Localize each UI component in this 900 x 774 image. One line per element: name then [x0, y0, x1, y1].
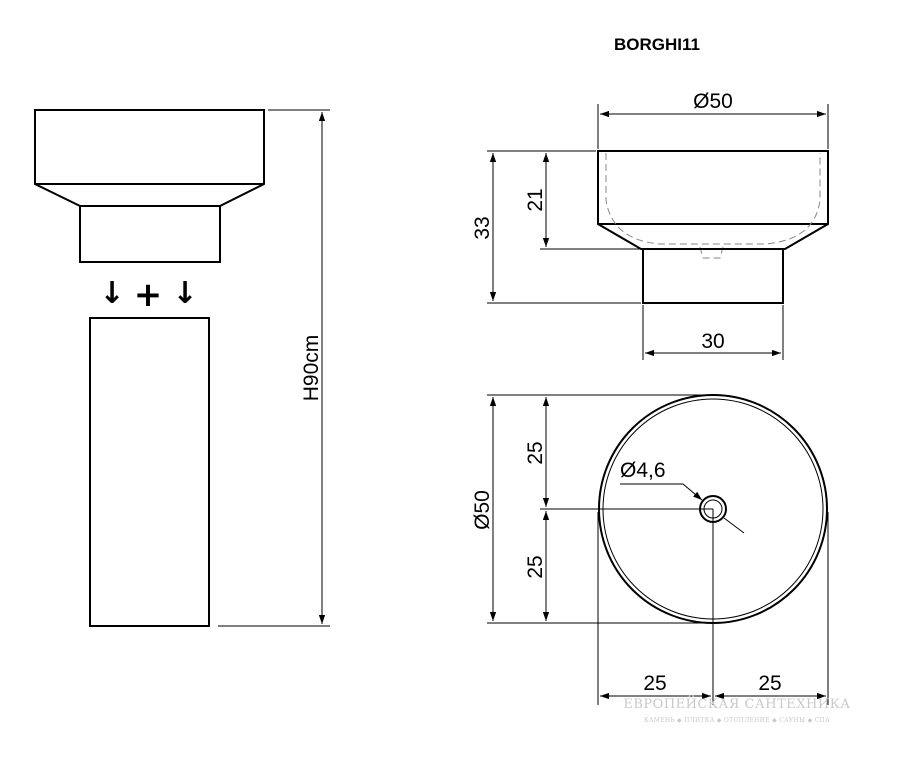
upper-half-label: 25 [524, 441, 547, 464]
plan-view: Ø50 25 25 25 25 Ø4,6 [471, 394, 829, 705]
down-arrow-icon: ↓ [99, 276, 124, 311]
left-half-label: 25 [643, 672, 666, 695]
total-height-label: H90cm [300, 335, 323, 402]
inner-bowl-hidden-line [605, 153, 821, 245]
down-arrow-icon: ↓ [172, 276, 197, 311]
bowl-height-label: 21 [524, 188, 547, 211]
pedestal-column [89, 317, 210, 627]
watermark-main: ЕВРОПЕЙСКАЯ САНТЕХНИКА [623, 695, 850, 712]
lower-half-label: 25 [524, 555, 547, 578]
plan-diameter-label: Ø50 [471, 490, 494, 530]
plus-icon: + [134, 275, 163, 315]
side-view: Ø50 33 21 30 [471, 90, 829, 360]
base-width-label: 30 [701, 330, 724, 353]
basin-outline [34, 109, 265, 263]
drawing-title: BORGHI11 [614, 35, 700, 54]
right-half-label: 25 [758, 672, 781, 695]
overall-height-label: 33 [471, 216, 494, 239]
bowl-outline [597, 150, 829, 250]
drain-diameter-label: Ø4,6 [620, 459, 666, 482]
watermark-sub: КАМЕНЬ ◆ ПЛИТКА ◆ ОТОПЛЕНИЕ ◆ САУНЫ ◆ СП… [644, 717, 830, 724]
top-diameter-label: Ø50 [693, 90, 733, 113]
assembly-view: ↓ + ↓ H90cm [34, 109, 330, 627]
drain-leader-line [620, 483, 703, 501]
watermark: ЕВРОПЕЙСКАЯ САНТЕХНИКА КАМЕНЬ ◆ ПЛИТКА ◆… [623, 695, 850, 724]
base-block [642, 248, 784, 304]
